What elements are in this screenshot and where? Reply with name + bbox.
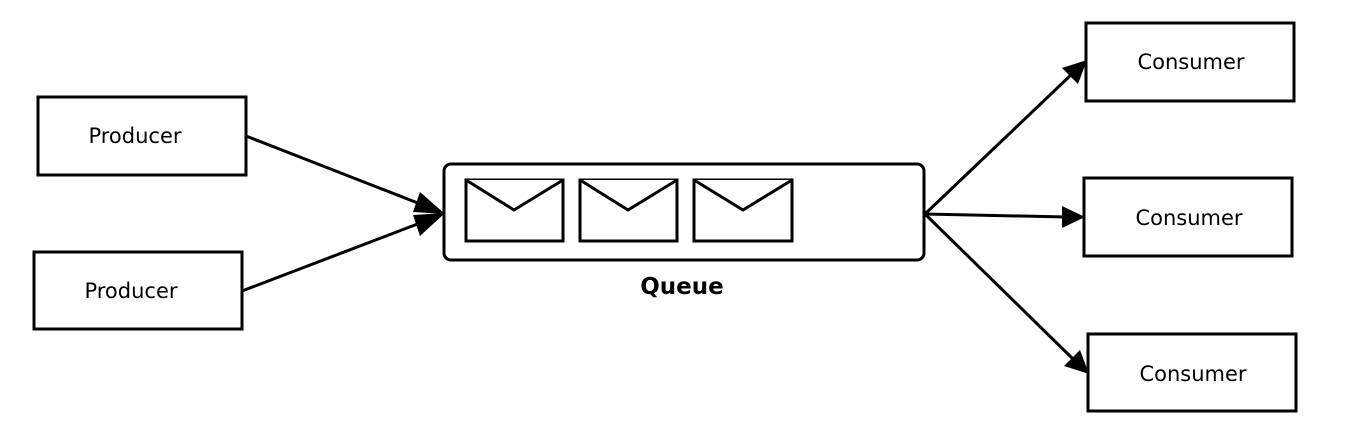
consumer-label: Consumer <box>1135 206 1242 230</box>
producer-box-1: Producer <box>36 95 248 177</box>
arrow-producer-1-to-queue <box>245 134 429 209</box>
consumer-box-3: Consumer <box>1086 332 1298 413</box>
queue: Queue <box>442 162 926 300</box>
arrowhead-producer-1 <box>413 192 445 214</box>
producer-label: Producer <box>88 124 181 148</box>
arrowhead-producer-2 <box>413 213 445 236</box>
producer-label: Producer <box>84 279 177 303</box>
arrow-queue-to-consumer-2 <box>924 212 1067 219</box>
consumer-box-1: Consumer <box>1084 21 1296 103</box>
consumer-label: Consumer <box>1139 362 1246 386</box>
consumer-box-2: Consumer <box>1082 176 1294 258</box>
arrow-queue-to-consumer-1 <box>923 72 1074 216</box>
arrow-queue-to-consumer-3 <box>923 212 1075 361</box>
producer-arrows <box>241 134 445 293</box>
arrow-producer-2-to-queue <box>241 218 429 293</box>
consumer-arrows <box>923 60 1089 374</box>
queue-label: Queue <box>640 274 724 300</box>
envelope-icon <box>578 178 679 243</box>
producer-box-2: Producer <box>32 250 244 331</box>
arrowhead-consumer-1 <box>1062 60 1087 84</box>
envelope-icon <box>692 178 794 243</box>
envelope-icon <box>464 178 565 243</box>
arrowhead-consumer-3 <box>1064 350 1089 374</box>
consumer-label: Consumer <box>1137 50 1244 74</box>
arrowhead-consumer-2 <box>1062 206 1085 228</box>
